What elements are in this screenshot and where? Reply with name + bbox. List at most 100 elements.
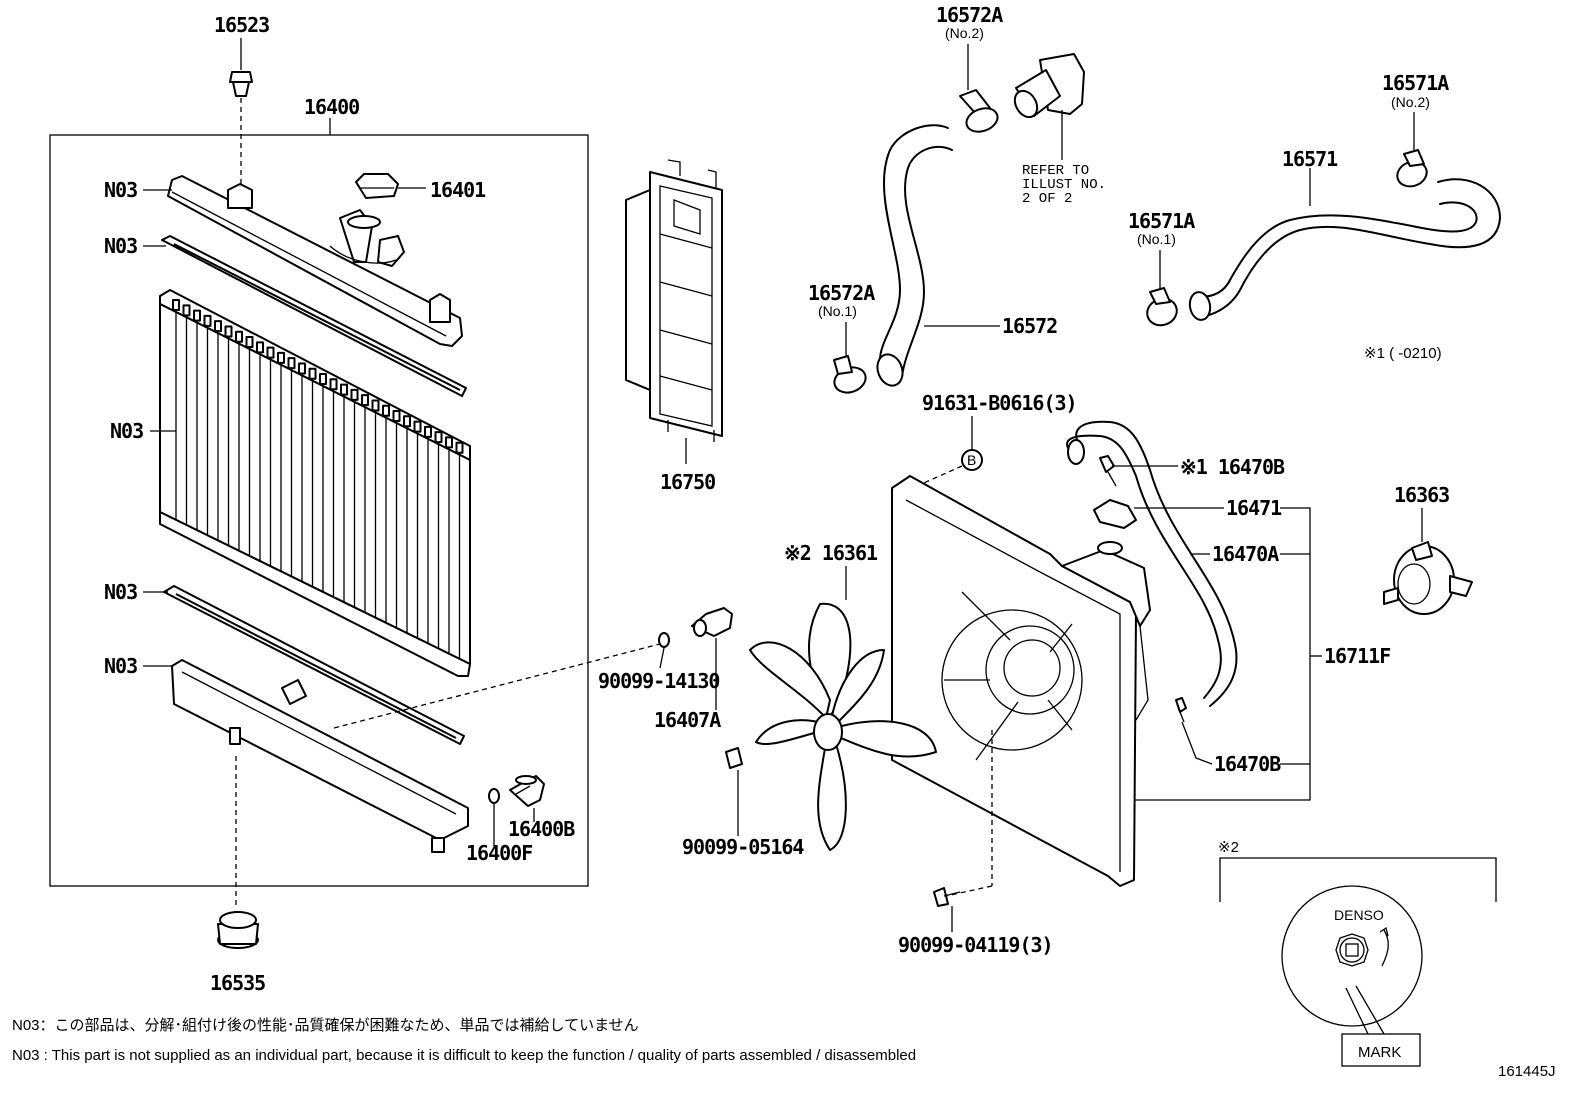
label-n03-lower-gasket: N03 bbox=[104, 580, 137, 604]
core-tube-cap bbox=[424, 425, 432, 438]
label-16470B-bottom: 16470B bbox=[1214, 752, 1281, 776]
lower-tank-icon bbox=[171, 659, 469, 853]
mark-box bbox=[1341, 1033, 1421, 1067]
label-16750: 16750 bbox=[660, 470, 715, 494]
core-tube-cap bbox=[298, 362, 306, 375]
upper-tank-icon bbox=[167, 175, 463, 347]
mount-cushion-16535-icon bbox=[217, 911, 259, 949]
core-tube-cap bbox=[256, 341, 264, 354]
core-tube-cap bbox=[445, 436, 453, 449]
hose-16572-icon bbox=[879, 124, 953, 377]
label-16400F: 16400F bbox=[466, 841, 532, 865]
core-tube-cap bbox=[340, 383, 348, 396]
label-16470B-top: ※1 16470B bbox=[1180, 455, 1285, 479]
note-en: N03 : This part is not supplied as an in… bbox=[12, 1047, 916, 1064]
label-16571A-no2-sub: (No.2) bbox=[1391, 94, 1430, 110]
label-16572A-no1: 16572A bbox=[808, 281, 875, 305]
hose-clamp-16572A-no1-icon bbox=[833, 355, 867, 394]
label-16471: 16471 bbox=[1226, 496, 1282, 520]
temp-switch-16407A-icon bbox=[691, 607, 733, 637]
label-n03-lower-tank: N03 bbox=[104, 654, 137, 678]
core-tube-cap bbox=[403, 415, 411, 428]
reservoir-cap-16471-icon bbox=[1093, 499, 1137, 529]
o-ring-90099-14130-icon bbox=[658, 632, 670, 648]
core-tube-cap bbox=[392, 410, 401, 423]
callout-b-marker bbox=[961, 449, 983, 471]
gasket-lower-icon bbox=[163, 585, 465, 745]
core-tube-cap bbox=[382, 404, 390, 417]
label-16572A-no2-sub: (No.2) bbox=[945, 25, 984, 41]
label-16571A-no1-sub: (No.1) bbox=[1137, 231, 1176, 247]
hose-clamp-16571A-no2-icon bbox=[1396, 149, 1428, 188]
core-tube-cap bbox=[361, 394, 369, 407]
label-16363: 16363 bbox=[1394, 483, 1449, 507]
core-tube-cap bbox=[455, 441, 464, 454]
label-note2: ※2 bbox=[1218, 839, 1239, 856]
hose-16571-icon bbox=[1195, 178, 1501, 318]
label-16572A-no1-sub: (No.1) bbox=[818, 303, 857, 319]
core-tube-cap bbox=[371, 399, 380, 412]
core-tube-cap bbox=[319, 373, 327, 386]
air-guide-16750-icon bbox=[625, 159, 723, 442]
fan-shroud-16711F-icon bbox=[891, 475, 1151, 887]
clip-16470B-top-icon bbox=[1099, 455, 1117, 487]
core-tube-cap bbox=[245, 336, 254, 349]
label-16571A-no1: 16571A bbox=[1128, 209, 1195, 233]
core-tube-cap bbox=[434, 431, 443, 444]
radiator-assembly-frame bbox=[49, 134, 589, 887]
diagram-id: 161445J bbox=[1498, 1063, 1556, 1080]
callout-b-text: B bbox=[967, 452, 976, 468]
label-16711F: 16711F bbox=[1324, 644, 1390, 668]
core-tube-cap bbox=[224, 325, 233, 338]
drain-cock-16400B-icon bbox=[509, 775, 545, 807]
gasket-upper-icon bbox=[161, 235, 467, 397]
thermostat-housing-icon bbox=[1013, 53, 1085, 119]
label-16571: 16571 bbox=[1282, 147, 1338, 171]
core-tube-cap bbox=[308, 367, 317, 380]
label-16571A-no2: 16571A bbox=[1382, 71, 1449, 95]
bolt-90099-04119-icon bbox=[933, 887, 961, 907]
refer-line2: ILLUST NO. bbox=[1022, 177, 1106, 193]
note-jp: N03：この部品は、分解･組付け後の性能･品質確保が困難なため、単品では補給して… bbox=[12, 1016, 639, 1034]
hose-clamp-16571A-no1-icon bbox=[1146, 287, 1178, 327]
core-tube-cap bbox=[214, 320, 222, 333]
refer-line3: 2 OF 2 bbox=[1022, 191, 1072, 207]
core-tube-cap bbox=[266, 346, 275, 359]
label-91631-B0616: 91631-B0616(3) bbox=[922, 391, 1077, 415]
label-note1-range: ※1 ( -0210) bbox=[1364, 345, 1442, 362]
drain-plug-16523-icon bbox=[229, 71, 253, 97]
label-mark: MARK bbox=[1358, 1044, 1401, 1061]
label-n03-upper-tank: N03 bbox=[104, 178, 137, 202]
label-16400B: 16400B bbox=[508, 817, 575, 841]
label-90099-14130: 90099-14130 bbox=[598, 669, 719, 693]
denso-logo-text: DENSO bbox=[1334, 907, 1384, 923]
label-90099-05164: 90099-05164 bbox=[682, 835, 804, 859]
label-16401: 16401 bbox=[430, 178, 486, 202]
core-tube-cap bbox=[172, 299, 180, 312]
radiator-core-icon bbox=[159, 289, 471, 677]
fan-hub-detail-icon bbox=[1281, 885, 1423, 1027]
clip-16470B-bottom-icon bbox=[1175, 697, 1187, 723]
label-16523: 16523 bbox=[214, 13, 269, 37]
core-tube-cap bbox=[235, 330, 243, 343]
core-tube-cap bbox=[329, 378, 338, 391]
fan-motor-16363-icon bbox=[1383, 541, 1473, 615]
label-16407A: 16407A bbox=[654, 708, 721, 732]
core-tube-cap bbox=[287, 357, 296, 370]
nut-90099-05164-icon bbox=[725, 747, 743, 769]
label-n03-core: N03 bbox=[110, 419, 143, 443]
o-ring-16400F-icon bbox=[488, 788, 500, 804]
label-16400: 16400 bbox=[304, 95, 359, 119]
label-16572A-no2: 16572A bbox=[936, 3, 1003, 27]
core-tube-cap bbox=[193, 309, 201, 322]
label-n03-upper-gasket: N03 bbox=[104, 234, 137, 258]
radiator-cap-16401-icon bbox=[355, 173, 399, 199]
fan-blade-16361-icon bbox=[749, 602, 937, 851]
label-16572: 16572 bbox=[1002, 314, 1057, 338]
core-tube-cap bbox=[413, 420, 422, 433]
core-tube-cap bbox=[277, 351, 285, 364]
overflow-hose-16470A-icon bbox=[1066, 420, 1238, 707]
label-16470A: 16470A bbox=[1212, 542, 1279, 566]
label-16361: ※2 16361 bbox=[784, 541, 878, 565]
